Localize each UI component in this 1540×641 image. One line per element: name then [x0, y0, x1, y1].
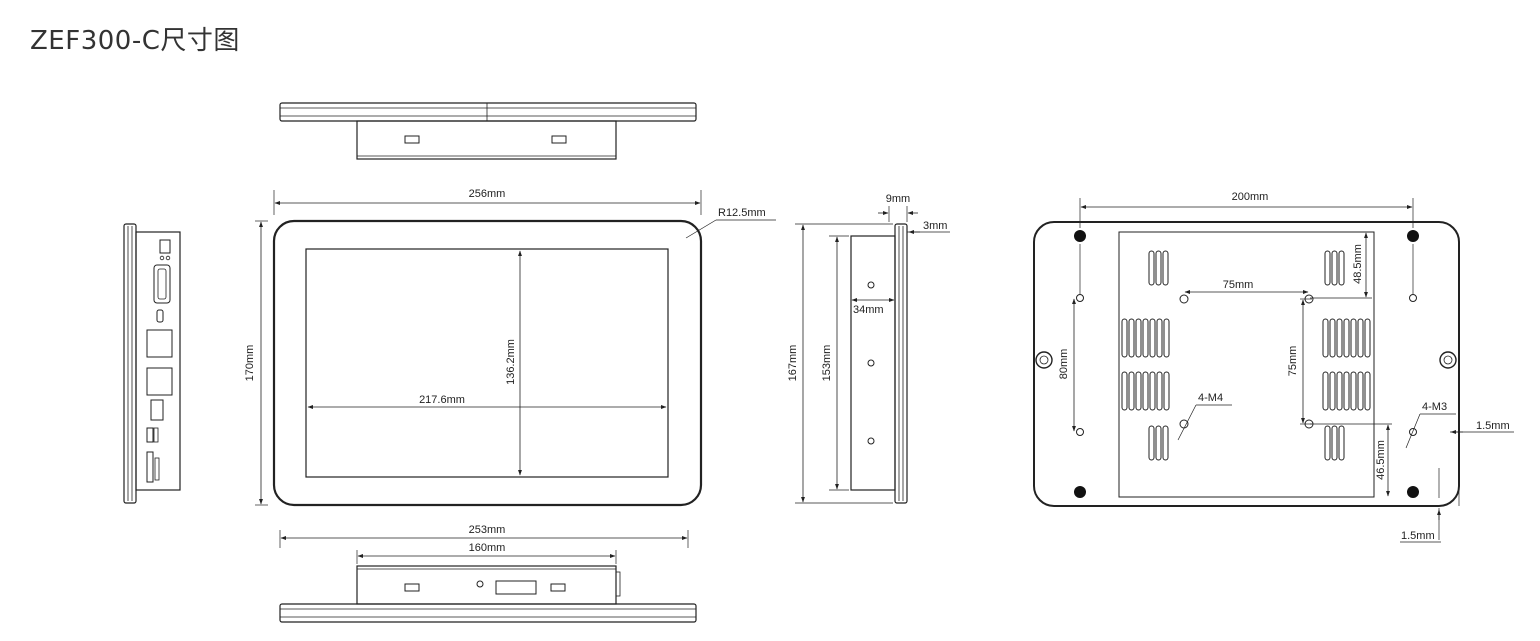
dim-side-bezel: 3mm — [923, 220, 947, 232]
dim-top-offset: 48.5mm — [1352, 244, 1364, 284]
dim-back-hole-v: 80mm — [1058, 349, 1070, 380]
dim-vesa-v: 75mm — [1287, 346, 1299, 377]
front-view: 256mm 170mm R12.5mm 217.6mm 136.2mm — [244, 188, 776, 507]
dim-bottom-offset: 46.5mm — [1375, 440, 1387, 480]
dim-bottom-box: 160mm — [469, 542, 506, 554]
dim-back-hole-h: 200mm — [1232, 191, 1269, 203]
dim-front-width: 256mm — [469, 188, 506, 200]
dim-side-box-depth: 34mm — [853, 304, 884, 316]
label-screw-m3: 4-M3 — [1422, 401, 1447, 413]
top-view — [279, 102, 697, 160]
bottom-view: 253mm 160mm — [279, 524, 697, 623]
back-view: 200mm 75mm 75mm 80mm 48.5mm 46.5mm 4-M4 … — [1033, 191, 1514, 543]
right-side-view: 9mm 3mm 167mm 153mm 34mm — [787, 193, 950, 504]
dim-edge-bottom: 1.5mm — [1401, 530, 1435, 542]
page-title: ZEF300-C尺寸图 — [30, 26, 240, 56]
dim-side-depth: 9mm — [886, 193, 910, 205]
dim-screen-height: 136.2mm — [505, 339, 517, 385]
dim-side-box-height: 153mm — [821, 345, 833, 382]
dim-bottom-overall: 253mm — [469, 524, 506, 536]
label-screw-m4: 4-M4 — [1198, 392, 1223, 404]
left-side-view — [123, 223, 181, 504]
dim-corner-radius: R12.5mm — [718, 207, 766, 219]
dim-front-height: 170mm — [244, 345, 256, 382]
dim-vesa-h: 75mm — [1223, 279, 1254, 291]
dim-screen-width: 217.6mm — [419, 394, 465, 406]
dim-side-height: 167mm — [787, 345, 799, 382]
dim-edge-right: 1.5mm — [1476, 420, 1510, 432]
